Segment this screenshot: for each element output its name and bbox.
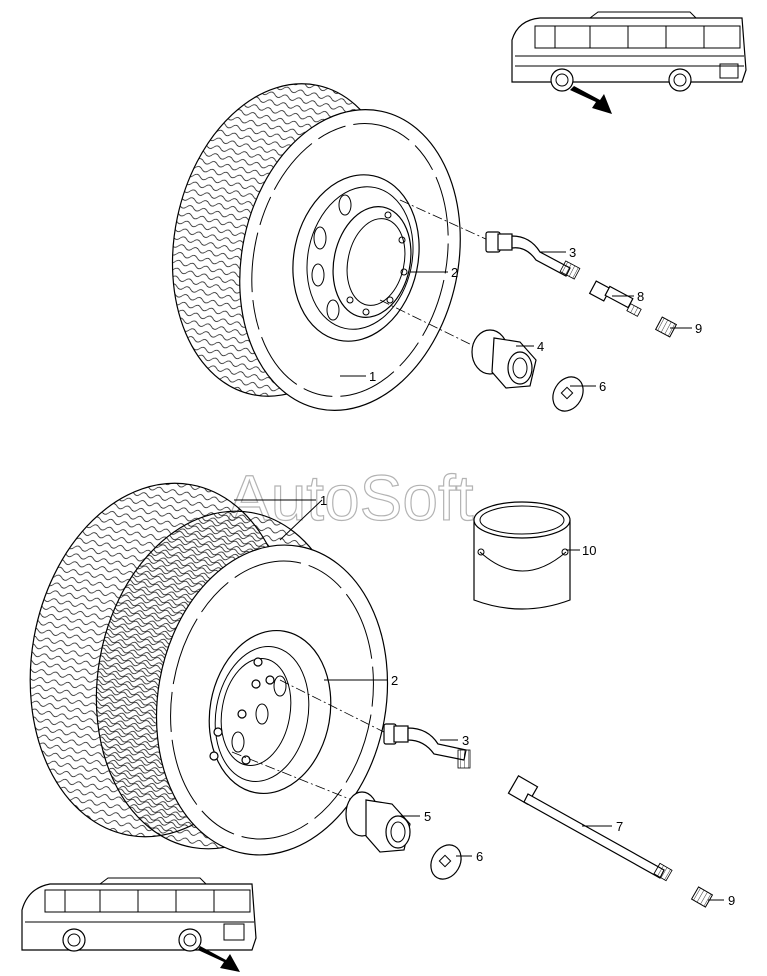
valve-extension-long [507,775,673,882]
callout-2-upper: 2 [451,265,458,280]
callout-1-upper: 1 [369,369,376,384]
callout-3-lower: 3 [462,733,469,748]
valve-cap-upper [654,316,678,338]
callout-6-upper: 6 [599,379,606,394]
callout-7: 7 [616,819,623,834]
callout-4: 4 [537,339,544,354]
callout-8: 8 [637,289,644,304]
wheel-nut-lower [345,791,411,853]
valve-adapter [588,280,642,317]
callout-10: 10 [582,543,596,558]
valve-cap-lower [690,886,714,908]
nut-cap-upper [552,376,584,412]
bus-icon-front-axle [511,11,747,114]
callouts: 2 3 8 9 4 6 1 10 1 2 3 5 6 7 9 [320,245,735,908]
grease-bucket [473,501,571,610]
valve-extension-upper [485,231,581,280]
leader-lines [234,251,724,901]
twin-wheel-assembly [29,482,389,856]
callout-5: 5 [424,809,431,824]
callout-6-lower: 6 [476,849,483,864]
single-wheel-assembly [171,83,461,411]
valve-extension-lower [383,723,471,769]
bus-icon-rear-axle [21,877,257,972]
callout-1-lower: 1 [320,493,327,508]
callout-9-upper: 9 [695,321,702,336]
callout-3-upper: 3 [569,245,576,260]
callout-2-lower: 2 [391,673,398,688]
nut-cap-lower [430,844,462,880]
wheel-nut [471,329,537,389]
callout-9-lower: 9 [728,893,735,908]
